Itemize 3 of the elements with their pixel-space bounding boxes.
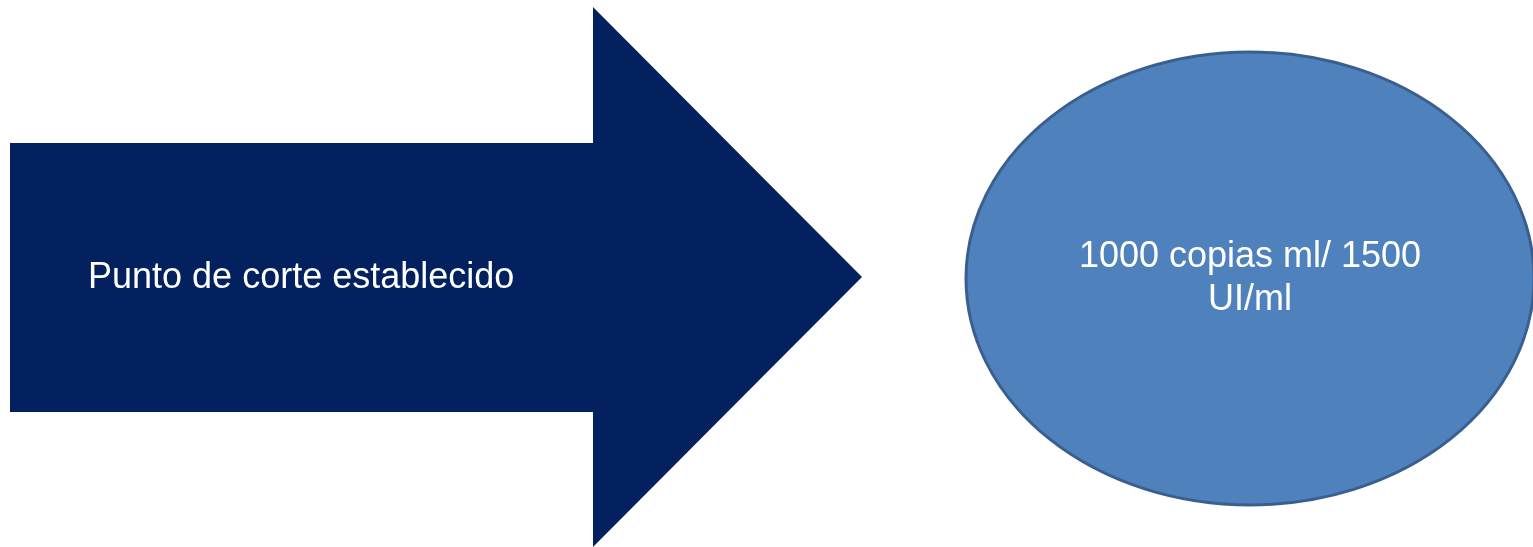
node-label: 1000 copias ml/ 1500 UI/ml <box>1077 233 1423 319</box>
block-arrow <box>10 7 863 547</box>
node-label: Punto de corte establecido <box>88 254 516 297</box>
